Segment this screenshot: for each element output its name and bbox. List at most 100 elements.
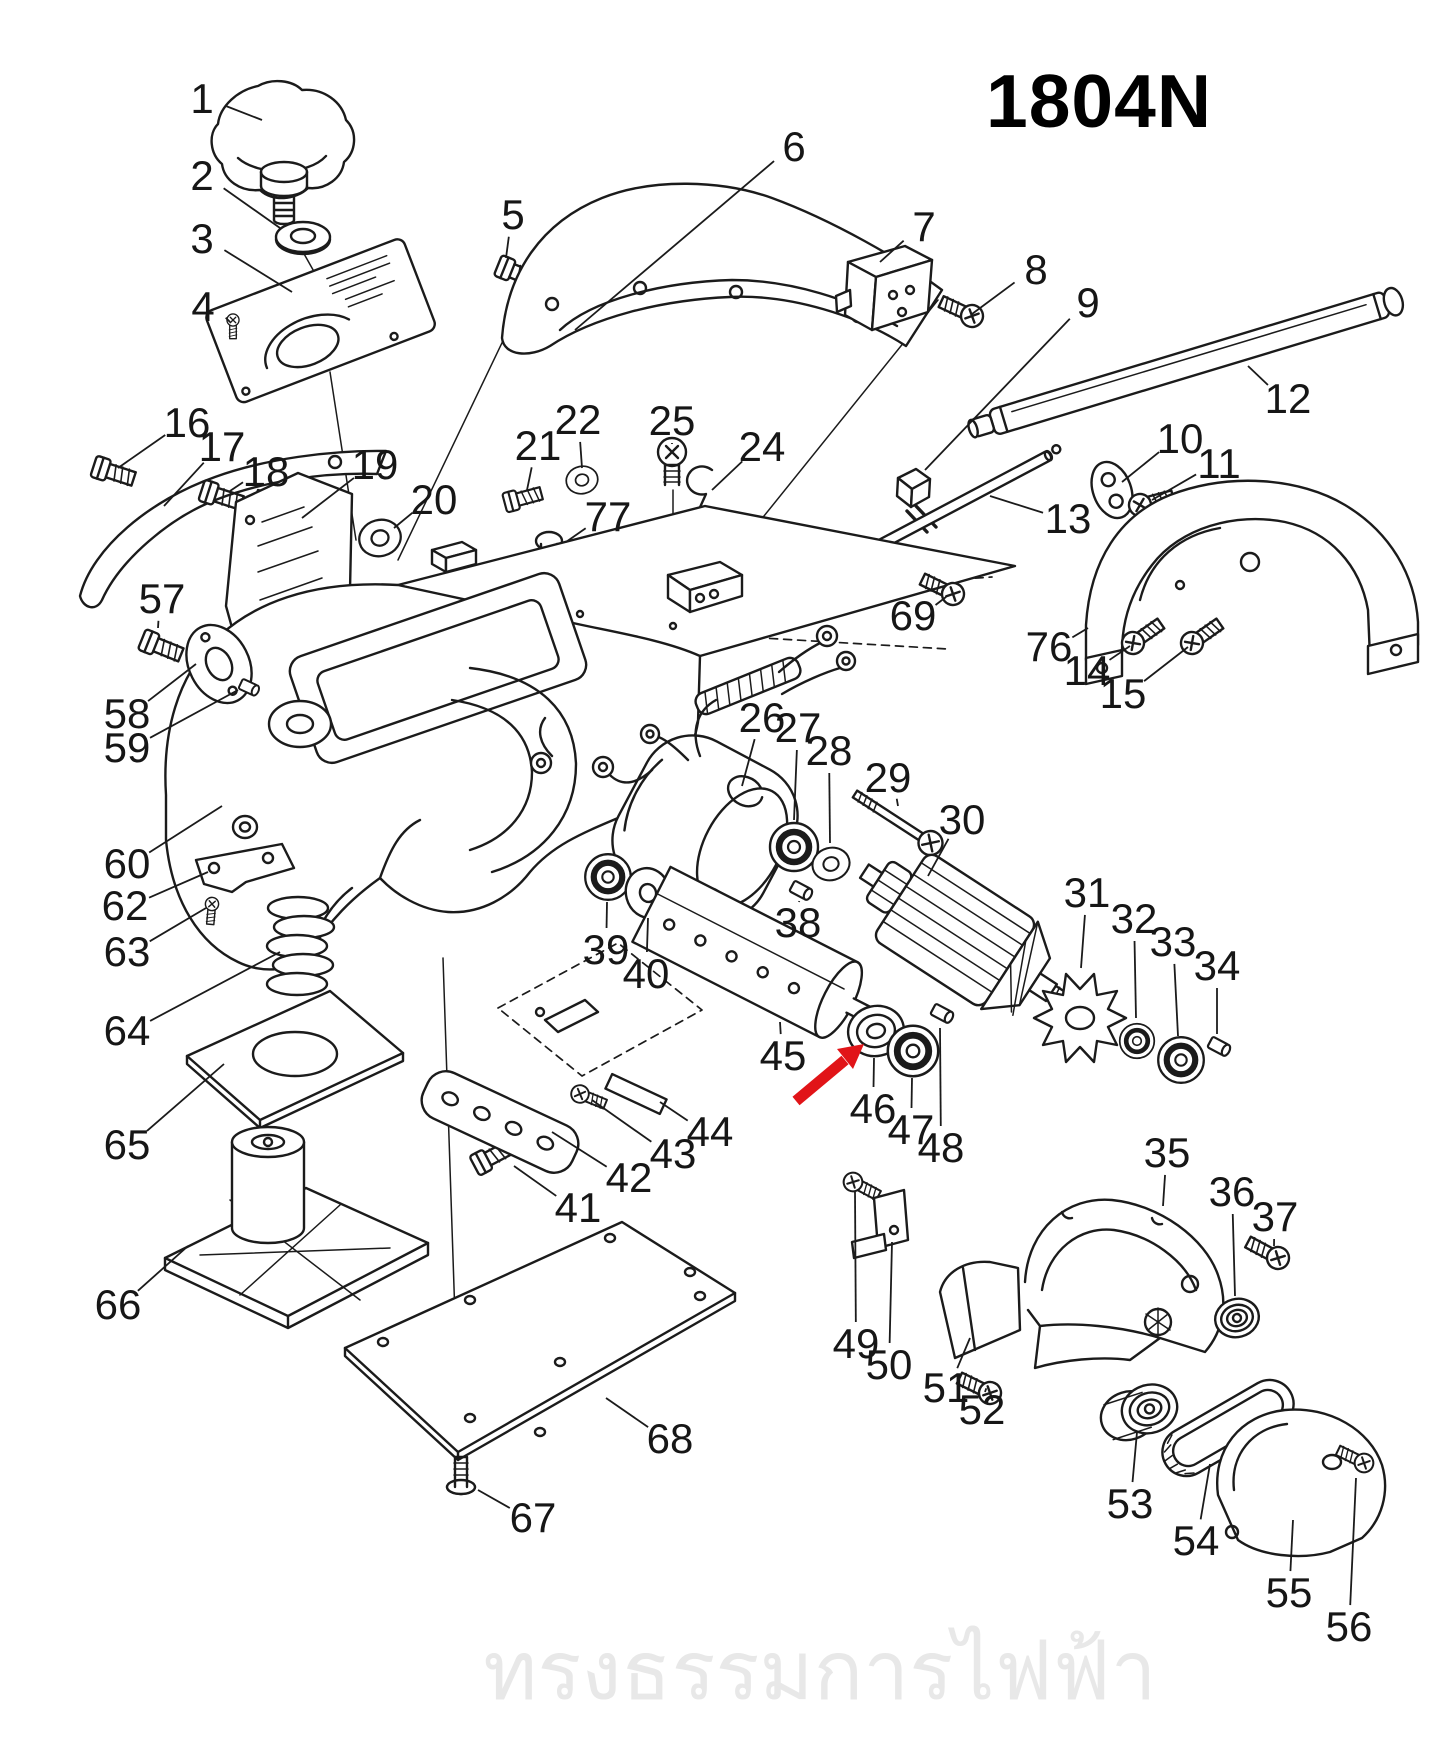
- part-54-belt: [1161, 1378, 1295, 1478]
- part-label-15: 15: [1100, 670, 1147, 717]
- part-label-44: 44: [687, 1108, 734, 1155]
- leader-line-41: [513, 1165, 557, 1197]
- leader-line-64: [149, 951, 281, 1022]
- leader-line-43: [591, 1099, 652, 1143]
- part-label-69: 69: [890, 592, 937, 639]
- leader-line-18: [229, 481, 244, 492]
- part-label-36: 36: [1209, 1168, 1256, 1215]
- leader-line-36: [1231, 1213, 1236, 1297]
- part-label-20: 20: [411, 476, 458, 523]
- part-label-54: 54: [1173, 1517, 1220, 1564]
- leader-line-14: [1108, 645, 1131, 661]
- leader-line-60: [148, 805, 223, 854]
- leader-line-7: [879, 240, 905, 263]
- leader-line-42: [551, 1131, 608, 1168]
- part-47-bearing: [888, 1026, 938, 1076]
- part-label-28: 28: [806, 727, 853, 774]
- part-label-60: 60: [104, 840, 151, 887]
- leader-line-6: [574, 160, 775, 331]
- part-label-39: 39: [583, 926, 630, 973]
- leader-line-21: [526, 467, 533, 491]
- part-27-bearing: [770, 823, 818, 871]
- part-67-screw: [445, 1455, 477, 1496]
- part-label-48: 48: [918, 1124, 965, 1171]
- part-label-65: 65: [104, 1121, 151, 1168]
- part-label-26: 26: [739, 694, 786, 741]
- part-label-77: 77: [585, 493, 632, 540]
- leader-line-33: [1173, 963, 1179, 1037]
- part-label-64: 64: [104, 1007, 151, 1054]
- part-label-27: 27: [775, 704, 822, 751]
- pointer-arrow: [792, 1044, 864, 1106]
- leader-line-30: [927, 838, 950, 877]
- part-label-66: 66: [95, 1281, 142, 1328]
- part-7-switch: [834, 244, 934, 332]
- part-55-outer-cover: [1216, 1408, 1387, 1558]
- part-57-bolt: [136, 627, 187, 667]
- part-label-16: 16: [164, 399, 211, 446]
- part-1-knob: [210, 79, 356, 226]
- leader-line-11: [1151, 473, 1197, 501]
- part-46-washer: [846, 1004, 906, 1058]
- part-label-29: 29: [865, 754, 912, 801]
- part-label-3: 3: [190, 215, 213, 262]
- part-76-rear-handle: [1084, 479, 1420, 686]
- leader-line-40: [646, 917, 649, 953]
- part-label-41: 41: [555, 1184, 602, 1231]
- part-10-plate: [1090, 460, 1134, 520]
- part-60-housing: [164, 571, 702, 971]
- leader-line-19: [301, 477, 355, 519]
- leader-line-27: [793, 749, 798, 821]
- leader-line-17: [163, 462, 205, 507]
- part-48-pin: [929, 1002, 957, 1026]
- leader-line-10: [1121, 451, 1160, 483]
- part-label-50: 50: [866, 1341, 913, 1388]
- part-label-47: 47: [888, 1106, 935, 1153]
- part-62-bracket: [194, 842, 296, 894]
- part-label-24: 24: [739, 423, 786, 470]
- leader-line-63: [149, 907, 207, 943]
- watermark-text: ทรงธรรมการไฟฟ้า: [483, 1626, 1157, 1717]
- leader-line-47: [910, 1077, 913, 1109]
- leader-line-1: [226, 105, 263, 121]
- leader-line-58: [147, 663, 197, 702]
- part-label-18: 18: [243, 448, 290, 495]
- part-8-screw: [935, 290, 988, 332]
- part-label-32: 32: [1111, 895, 1158, 942]
- leader-line-2: [223, 187, 281, 229]
- part-label-12: 12: [1265, 375, 1312, 422]
- part-label-19: 19: [352, 441, 399, 488]
- part-58-plate: [185, 623, 253, 705]
- part-68-plate: [343, 1220, 737, 1462]
- leader-line-35: [1162, 1174, 1166, 1207]
- part-35-belt-cover: [1023, 1198, 1225, 1370]
- part-label-21: 21: [515, 422, 562, 469]
- leader-line-54: [1199, 1463, 1211, 1520]
- part-label-38: 38: [775, 899, 822, 946]
- leader-line-56: [1349, 1477, 1357, 1606]
- part-64-spring: [265, 895, 336, 997]
- part-65-plate: [185, 989, 405, 1130]
- leader-line-24: [711, 460, 743, 491]
- leader-line-31: [1080, 914, 1086, 969]
- part-label-42: 42: [606, 1154, 653, 1201]
- leader-line-66: [137, 1245, 189, 1292]
- part-15-screw: [1175, 613, 1228, 660]
- part-label-22: 22: [555, 396, 602, 443]
- part-label-34: 34: [1194, 942, 1241, 989]
- part-label-2: 2: [190, 152, 213, 199]
- part-label-7: 7: [912, 203, 935, 250]
- part-31-fan: [1032, 972, 1128, 1064]
- part-3-plate: [205, 238, 436, 404]
- part-label-62: 62: [102, 882, 149, 929]
- part-21-fitting: [501, 482, 545, 514]
- part-label-56: 56: [1326, 1603, 1373, 1650]
- part-label-14: 14: [1064, 647, 1111, 694]
- leader-line-8: [971, 281, 1016, 315]
- leader-line-68: [605, 1397, 649, 1428]
- leader-line-5: [505, 236, 510, 259]
- leader-line-9: [924, 318, 1071, 471]
- part-label-45: 45: [760, 1032, 807, 1079]
- part-label-49: 49: [833, 1320, 880, 1367]
